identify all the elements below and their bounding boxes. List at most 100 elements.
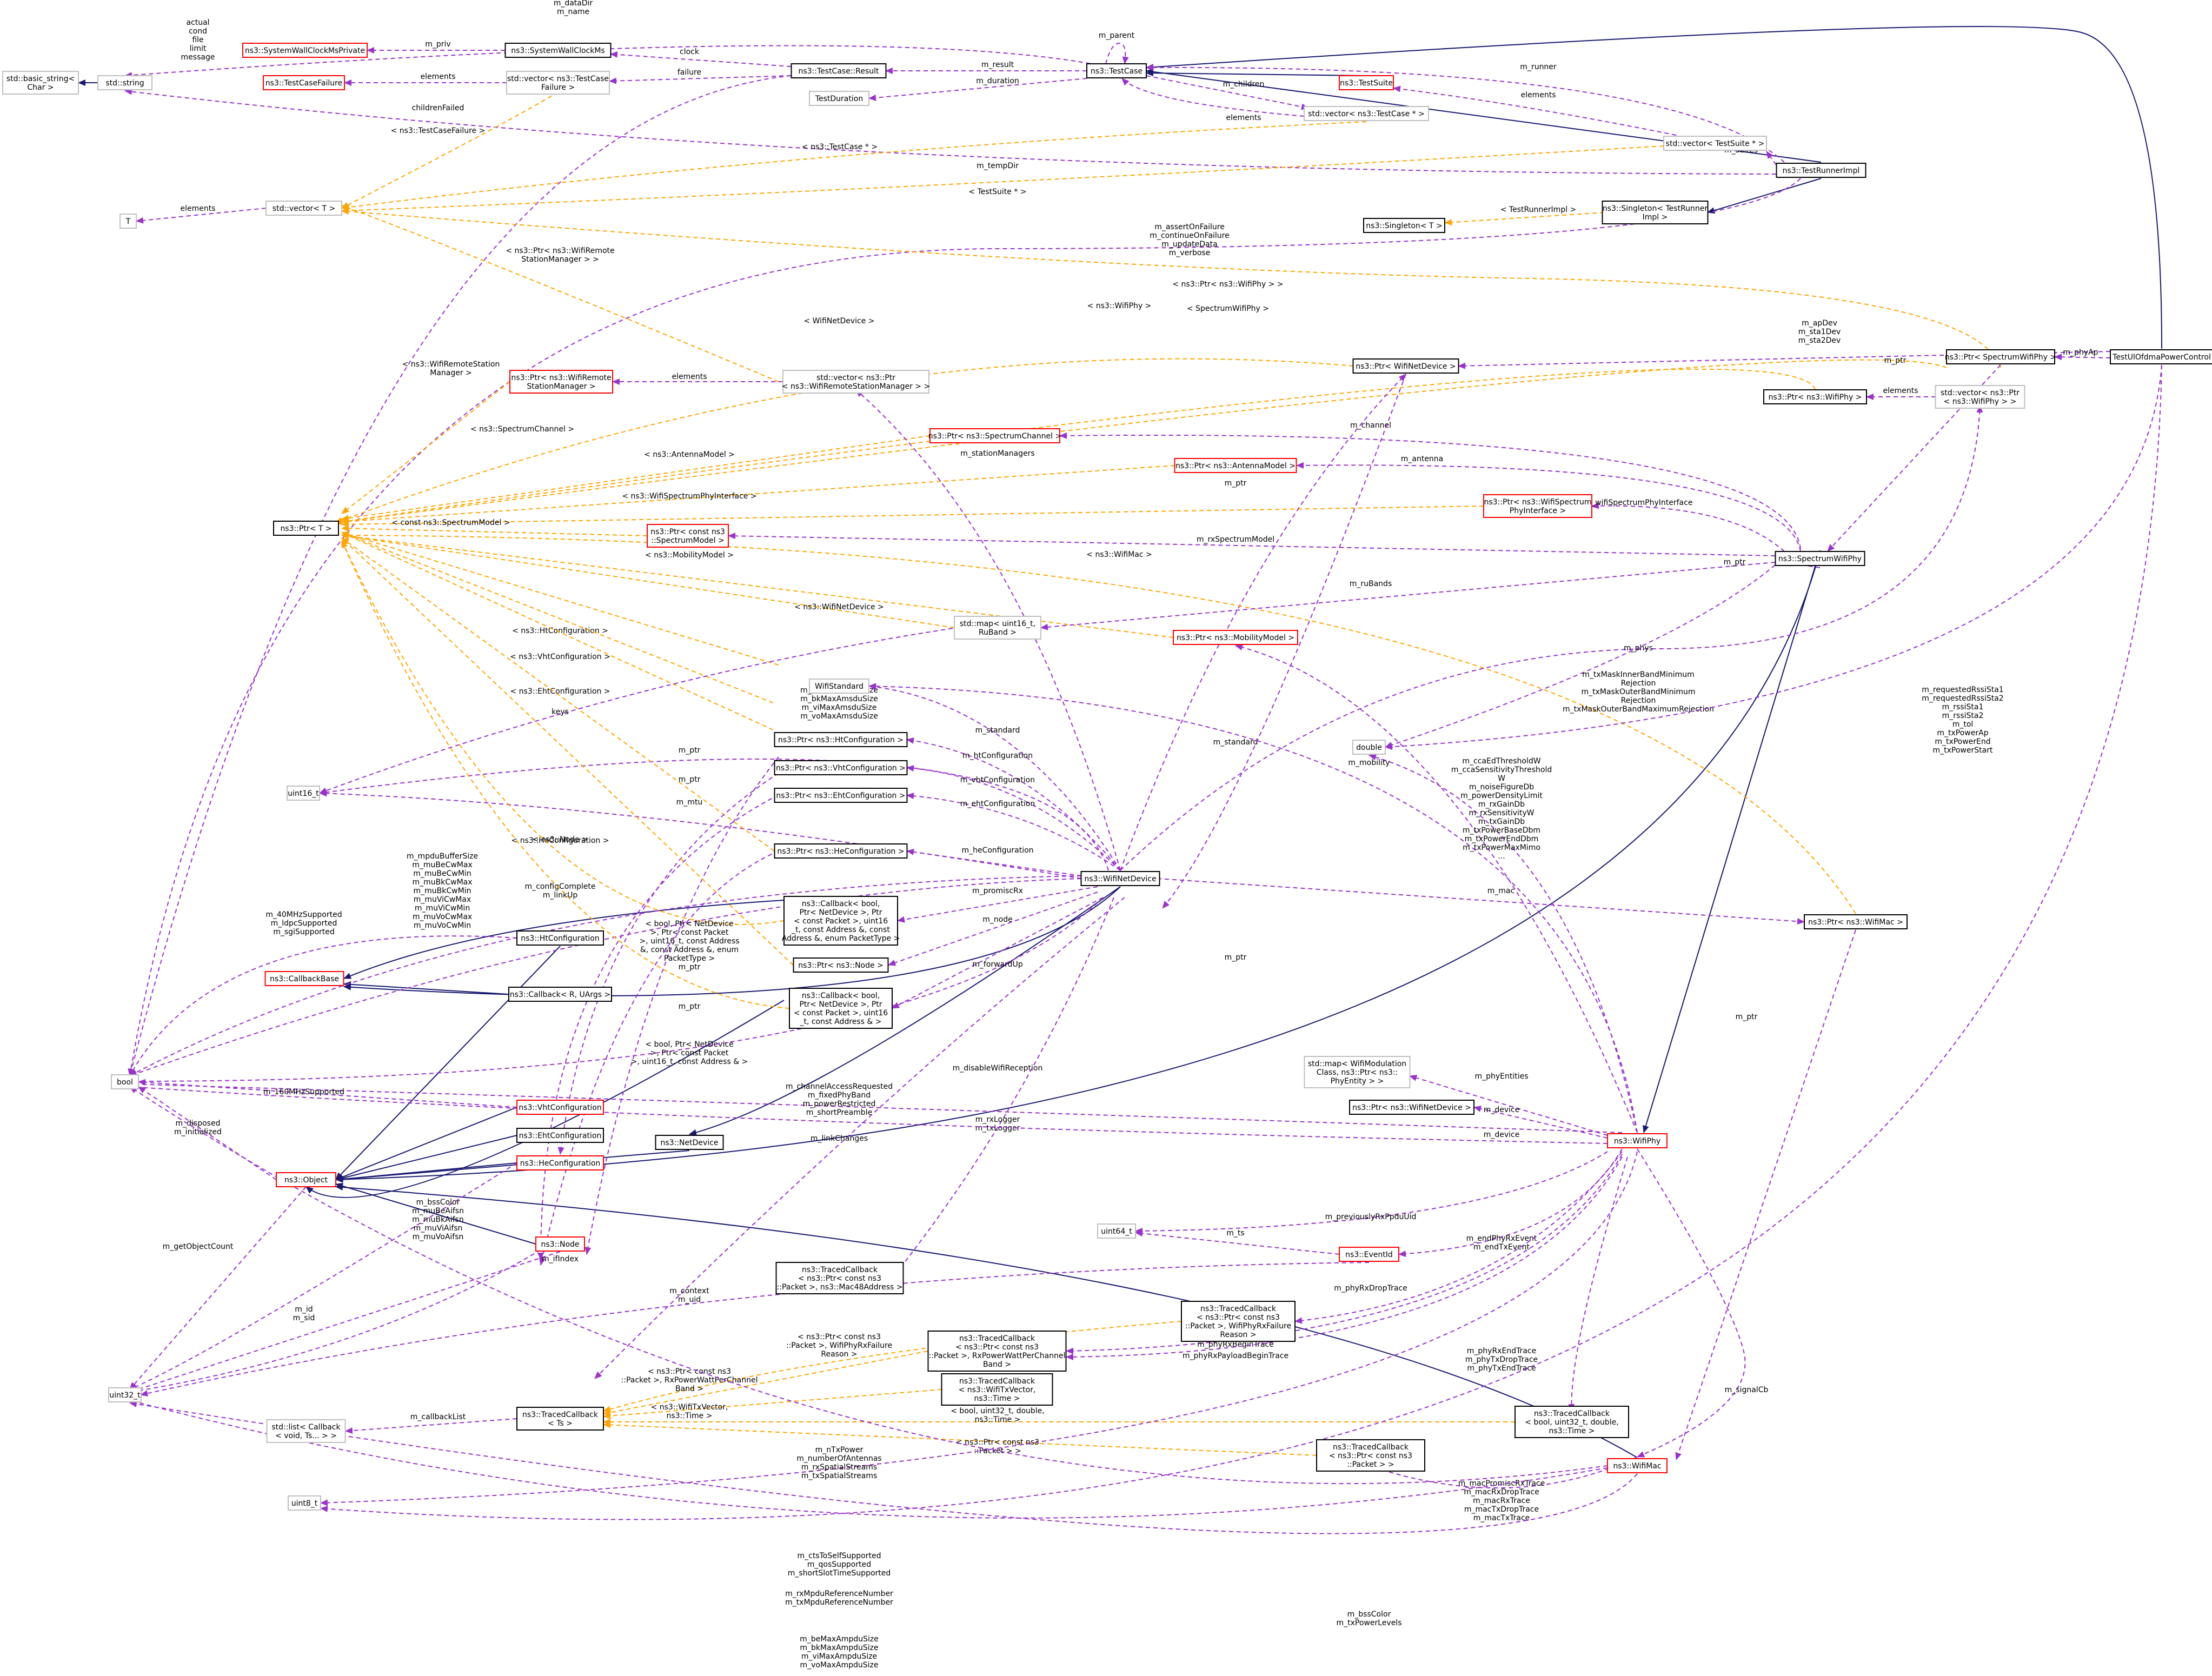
- class-node-tcresult[interactable]: ns3::TestCase::Result: [791, 63, 887, 78]
- svg-text:ns3::TracedCallback< Ts >: ns3::TracedCallback< Ts >: [522, 1411, 599, 1428]
- class-node-ptr-swp[interactable]: ns3::Ptr< SpectrumWifiPhy >: [1945, 349, 2056, 364]
- edge-label-e107: < bool, uint32_t, double,ns3::Time >: [951, 1407, 1044, 1424]
- class-node-ehtconfig[interactable]: ns3::EhtConfiguration: [516, 1128, 604, 1143]
- edge-e48: [341, 533, 955, 628]
- class-node-callbackbase[interactable]: ns3::CallbackBase: [264, 971, 344, 986]
- class-node-ptr-wmac[interactable]: ns3::Ptr< ns3::WifiMac >: [1804, 914, 1908, 929]
- class-node-spectrumwifiphy[interactable]: ns3::SpectrumWifiPhy: [1775, 551, 1865, 566]
- svg-text:ns3::Callback< R, UArgs >: ns3::Callback< R, UArgs >: [510, 990, 610, 999]
- class-node-tcb-rxpower[interactable]: ns3::TracedCallback< ns3::Ptr< const ns3…: [927, 1331, 1067, 1372]
- class-node-testduration: TestDuration: [809, 91, 869, 106]
- class-node-callback-RU[interactable]: ns3::Callback< R, UArgs >: [508, 987, 612, 1002]
- edge-label-e81: m_ptr: [679, 1002, 701, 1011]
- class-node-tcb-mac48[interactable]: ns3::TracedCallback< ns3::Ptr< const ns3…: [775, 1262, 904, 1294]
- edge-e85: [892, 897, 1114, 1279]
- class-node-heconfig[interactable]: ns3::HeConfiguration: [516, 1155, 604, 1170]
- class-node-ptr-am[interactable]: ns3::Ptr< ns3::AntennaModel >: [1174, 458, 1297, 473]
- class-node-tcb-bool[interactable]: ns3::TracedCallback< bool, uint32_t, dou…: [1514, 1406, 1629, 1438]
- class-node-cb-promisc[interactable]: ns3::Callback< bool,Ptr< NetDevice >, Pt…: [782, 896, 900, 946]
- class-node-eventid[interactable]: ns3::EventId: [1339, 1247, 1399, 1262]
- svg-text:double: double: [1356, 743, 1382, 752]
- svg-text:ns3::Ptr< ns3::AntennaModel >: ns3::Ptr< ns3::AntennaModel >: [1175, 462, 1296, 470]
- class-node-wifinetdevice[interactable]: ns3::WifiNetDevice: [1080, 871, 1160, 886]
- class-node-tcb-txvec[interactable]: ns3::TracedCallback< ns3::WifiTxVector,n…: [941, 1373, 1053, 1406]
- edge-e61: [906, 737, 1121, 871]
- edge-e34: [341, 435, 931, 522]
- class-node-cb-fwd[interactable]: ns3::Callback< bool,Ptr< NetDevice >, Pt…: [789, 988, 893, 1029]
- class-node-wifiphy[interactable]: ns3::WifiPhy: [1607, 1133, 1668, 1148]
- svg-text:ns3::EventId: ns3::EventId: [1345, 1251, 1393, 1259]
- class-node-ptr-htc[interactable]: ns3::Ptr< ns3::HtConfiguration >: [774, 732, 908, 747]
- class-node-ptr-T[interactable]: ns3::Ptr< T >: [273, 521, 339, 536]
- edge-label-e29: m_phyAp: [2063, 348, 2098, 357]
- class-node-node[interactable]: ns3::Node: [535, 1236, 585, 1252]
- inheritance-edge-15: [343, 900, 785, 979]
- class-node-object[interactable]: ns3::Object: [276, 1172, 336, 1187]
- class-node-ptr-vhtc[interactable]: ns3::Ptr< ns3::VhtConfiguration >: [774, 760, 908, 775]
- class-node-double: double: [1352, 740, 1386, 755]
- class-node-ptr-sc[interactable]: ns3::Ptr< ns3::SpectrumChannel >: [928, 428, 1061, 443]
- class-node-tcb-failure[interactable]: ns3::TracedCallback< ns3::Ptr< const ns3…: [1181, 1301, 1296, 1342]
- class-node-swcmp[interactable]: ns3::SystemWallClockMsPrivate: [242, 43, 368, 58]
- edge-e22: [128, 178, 1801, 1076]
- node-layer: std::basic_string<Char >std::stringns3::…: [2, 43, 2212, 1511]
- class-node-singleton-t[interactable]: ns3::Singleton< T >: [1363, 218, 1445, 233]
- edge-e60: [1369, 754, 1638, 1133]
- edge-e78: [892, 897, 1104, 1009]
- class-node-testrunner[interactable]: ns3::TestRunnerImpl: [1776, 163, 1866, 178]
- edge-label-e67: m_ptr: [679, 746, 701, 755]
- class-node-ptr-mm[interactable]: ns3::Ptr< ns3::MobilityModel >: [1173, 630, 1298, 645]
- edge-label-e25: < ns3::WifiPhy >: [1087, 302, 1152, 310]
- class-node-uint64: uint64_t: [1097, 1223, 1136, 1239]
- edge-e106: [345, 1418, 517, 1434]
- class-node-ptr-node[interactable]: ns3::Ptr< ns3::Node >: [793, 957, 889, 973]
- edge-label-e34: < ns3::SpectrumChannel >: [470, 425, 574, 434]
- edge-label-e77: < bool, Ptr< NetDevice>, Ptr< const Pack…: [639, 920, 739, 963]
- class-node-tcb-pkt[interactable]: ns3::TracedCallback< ns3::Ptr< const ns3…: [1316, 1439, 1425, 1472]
- edge-e15: [124, 88, 1777, 175]
- edge-label-e5: elements: [420, 72, 455, 81]
- edge-e68: [557, 773, 779, 1155]
- edge-e95: [1135, 1151, 1608, 1234]
- class-node-testcase[interactable]: ns3::TestCase: [1086, 63, 1147, 78]
- class-node-tcb-Ts[interactable]: ns3::TracedCallback< Ts >: [516, 1407, 604, 1431]
- class-node-ptr-csm[interactable]: ns3::Ptr< const ns3::SpectrumModel >: [647, 524, 729, 548]
- class-node-vhtconfig[interactable]: ns3::VhtConfiguration: [516, 1100, 604, 1115]
- edge-label-e38: m_stationManagers: [960, 449, 1034, 458]
- class-node-htconfig[interactable]: ns3::HtConfiguration: [516, 930, 604, 946]
- class-node-ptr-wnd2[interactable]: ns3::Ptr< ns3::WifiNetDevice >: [1349, 1100, 1474, 1115]
- class-node-netdevice[interactable]: ns3::NetDevice: [655, 1135, 724, 1150]
- class-node-ptr-wp[interactable]: ns3::Ptr< ns3::WifiPhy >: [1763, 389, 1867, 404]
- edge-label-e84: m_160MHzSupported: [263, 1088, 344, 1096]
- edge-e43: [728, 533, 1776, 556]
- edge-label-e93: m_ifIndex: [542, 1255, 579, 1263]
- edge-e18: [341, 91, 559, 209]
- inheritance-edge-4: [1707, 178, 1822, 214]
- edge-e42: [341, 525, 648, 536]
- class-node-testsuite[interactable]: ns3::TestSuite: [1339, 75, 1394, 90]
- svg-text:ns3::Singleton< TestRunnerImpl: ns3::Singleton< TestRunnerImpl >: [1603, 204, 1708, 222]
- edge-e72: [129, 935, 517, 1076]
- edge-e44: [341, 533, 1174, 638]
- class-node-ptr-wnd[interactable]: ns3::Ptr< WifiNetDevice >: [1352, 358, 1459, 374]
- edge-label-e49: m_phys: [1624, 644, 1653, 653]
- class-node-swcm[interactable]: ns3::SystemWallClockMs: [504, 43, 612, 58]
- svg-text:std::vector< T >: std::vector< T >: [273, 204, 335, 213]
- class-node-ptr-hec[interactable]: ns3::Ptr< ns3::HeConfiguration >: [774, 843, 908, 859]
- edge-e98: [140, 1262, 1370, 1397]
- edge-e84: [138, 1079, 517, 1108]
- class-node-tcfail[interactable]: ns3::TestCaseFailure: [263, 75, 345, 90]
- class-node-map-ru: std::map< uint16_t,RuBand >: [954, 616, 1041, 640]
- class-node-wifimac[interactable]: ns3::WifiMac: [1607, 1458, 1668, 1473]
- svg-text:T: T: [125, 217, 131, 226]
- class-node-ptr-ehtc[interactable]: ns3::Ptr< ns3::EhtConfiguration >: [774, 788, 908, 803]
- svg-text:ns3::Ptr< ns3::WifiNetDevice >: ns3::Ptr< ns3::WifiNetDevice >: [1352, 1103, 1471, 1112]
